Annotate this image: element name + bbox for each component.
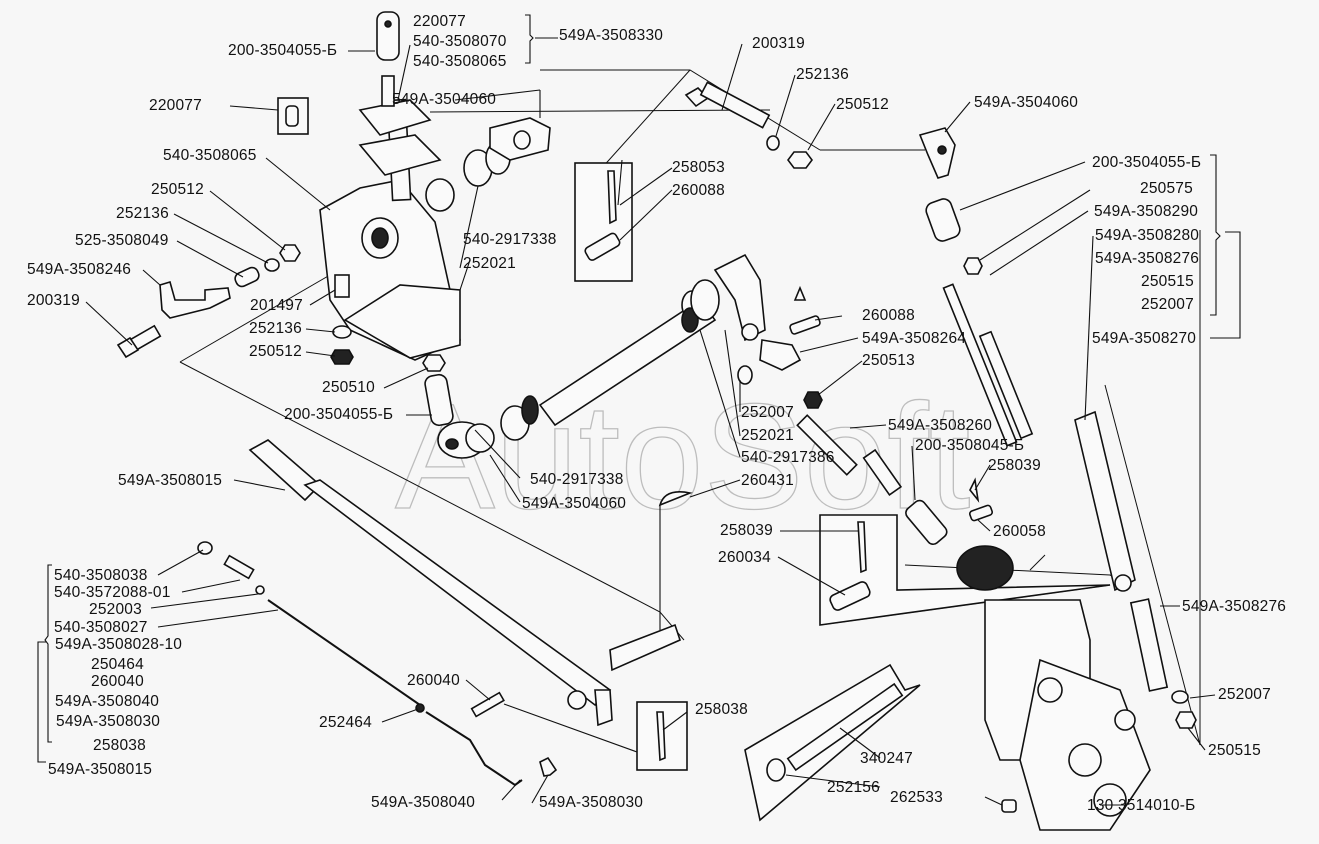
pin-box-top <box>574 162 633 282</box>
part-label: 252156 <box>827 779 880 796</box>
cotter-pin-258053 <box>607 170 617 225</box>
part-label: 549A-3508030 <box>56 713 161 730</box>
part-label: 260040 <box>407 672 460 689</box>
part-label: 258039 <box>988 457 1041 474</box>
part-label: 200319 <box>752 35 805 52</box>
part-label: 540-2917338 <box>530 471 624 488</box>
part-label: 250510 <box>322 379 375 396</box>
part-label: 250515 <box>1141 273 1194 290</box>
part-label: 340247 <box>860 750 913 767</box>
part-label: 252007 <box>1141 296 1194 313</box>
left-fasteners <box>116 244 446 372</box>
part-label: 549A-3508280 <box>1095 227 1200 244</box>
part-label: 540-3572088-01 <box>54 584 171 601</box>
part-label: 250575 <box>1140 180 1193 197</box>
part-label: 250515 <box>1208 742 1261 759</box>
part-label: 258039 <box>720 522 773 539</box>
part-label: 200-3504055-Б <box>284 406 394 423</box>
leader-lines <box>85 37 1216 806</box>
part-label: 258053 <box>672 159 725 176</box>
part-label: 540-2917338 <box>463 231 557 248</box>
part-label: 250512 <box>151 181 204 198</box>
part-label: 250512 <box>249 343 302 360</box>
part-label: 258038 <box>93 737 146 754</box>
part-label: 260040 <box>91 673 144 690</box>
lever-bracket <box>319 98 461 361</box>
bracket-marks <box>37 14 1241 763</box>
part-label: 200-3504055-Б <box>228 42 338 59</box>
part-label: 540-3508070 <box>413 33 507 50</box>
bolt-200319 <box>684 81 813 169</box>
upper-levers <box>463 117 766 342</box>
hand-lever <box>248 439 681 727</box>
part-label: 250512 <box>836 96 889 113</box>
lock-plate <box>358 99 442 176</box>
right-rod-assembly <box>925 198 1034 447</box>
part-label: 201497 <box>250 297 303 314</box>
part-label: 549A-3508330 <box>559 27 664 44</box>
part-label: 540-3508027 <box>54 619 148 636</box>
part-label: 549A-3508264 <box>862 330 967 347</box>
part-label: 252464 <box>319 714 372 731</box>
part-label: 260058 <box>993 523 1046 540</box>
part-label: 549A-3508246 <box>27 261 132 278</box>
part-label: 549A-3508015 <box>48 761 153 778</box>
pin-260088 <box>584 232 621 261</box>
spring-assembly <box>956 545 1197 729</box>
part-label: 549A-3508260 <box>888 417 993 434</box>
pin-box-mid <box>819 514 1111 626</box>
part-label: 260034 <box>718 549 771 566</box>
part-label: 549A-3508030 <box>539 794 644 811</box>
part-label: 540-3508038 <box>54 567 148 584</box>
part-label: 260088 <box>672 182 725 199</box>
part-label: 540-3508065 <box>163 147 257 164</box>
part-label: 250513 <box>862 352 915 369</box>
part-label: 549A-3508015 <box>118 472 223 489</box>
part-label: 258038 <box>695 701 748 718</box>
part-label: 252007 <box>741 404 794 421</box>
part-label: 549A-3508040 <box>55 693 160 710</box>
part-label: 549A-3508040 <box>371 794 476 811</box>
part-label: 260431 <box>741 472 794 489</box>
part-label: 549A-3504060 <box>392 91 497 108</box>
lever-arm-549a-3508270 <box>1074 410 1136 592</box>
part-label: 130 3514010-Б <box>1087 797 1196 814</box>
part-label: 200319 <box>27 292 80 309</box>
part-label: 200-3504055-Б <box>1092 154 1202 171</box>
cross-shaft <box>538 279 720 427</box>
mid-clamp-parts <box>737 285 994 546</box>
top-clevis <box>376 11 400 107</box>
part-label: 250464 <box>91 656 144 673</box>
part-label: 549A-3508276 <box>1182 598 1287 615</box>
part-label: 525-3508049 <box>75 232 169 249</box>
part-label: 252007 <box>1218 686 1271 703</box>
pawl-rod-parts <box>197 541 558 787</box>
part-label: 540-3508065 <box>413 53 507 70</box>
part-label: 252003 <box>89 601 142 618</box>
part-label: 549A-3504060 <box>974 94 1079 111</box>
part-label: 220077 <box>413 13 466 30</box>
lever-549a-3504060-right <box>918 127 956 179</box>
part-label: 549A-3508270 <box>1092 330 1197 347</box>
part-label: 549A-3508276 <box>1095 250 1200 267</box>
part-label: 220077 <box>149 97 202 114</box>
part-label: 252136 <box>116 205 169 222</box>
part-label: 260088 <box>862 307 915 324</box>
part-label: 252136 <box>249 320 302 337</box>
part-label: 549A-3508028-10 <box>55 636 183 653</box>
part-label: 200-3508045-Б <box>915 437 1025 454</box>
part-label: 252021 <box>463 255 516 272</box>
part-label: 549A-3508290 <box>1094 203 1199 220</box>
part-label: 540-2917386 <box>741 449 835 466</box>
part-label: 252136 <box>796 66 849 83</box>
part-label: 252021 <box>741 427 794 444</box>
part-label: 262533 <box>890 789 943 806</box>
part-label: 549A-3504060 <box>522 495 627 512</box>
brake-valve <box>984 599 1151 831</box>
key-260431 <box>658 491 693 507</box>
lower-clevis-lever <box>424 373 539 459</box>
plug-220077 <box>285 105 299 127</box>
